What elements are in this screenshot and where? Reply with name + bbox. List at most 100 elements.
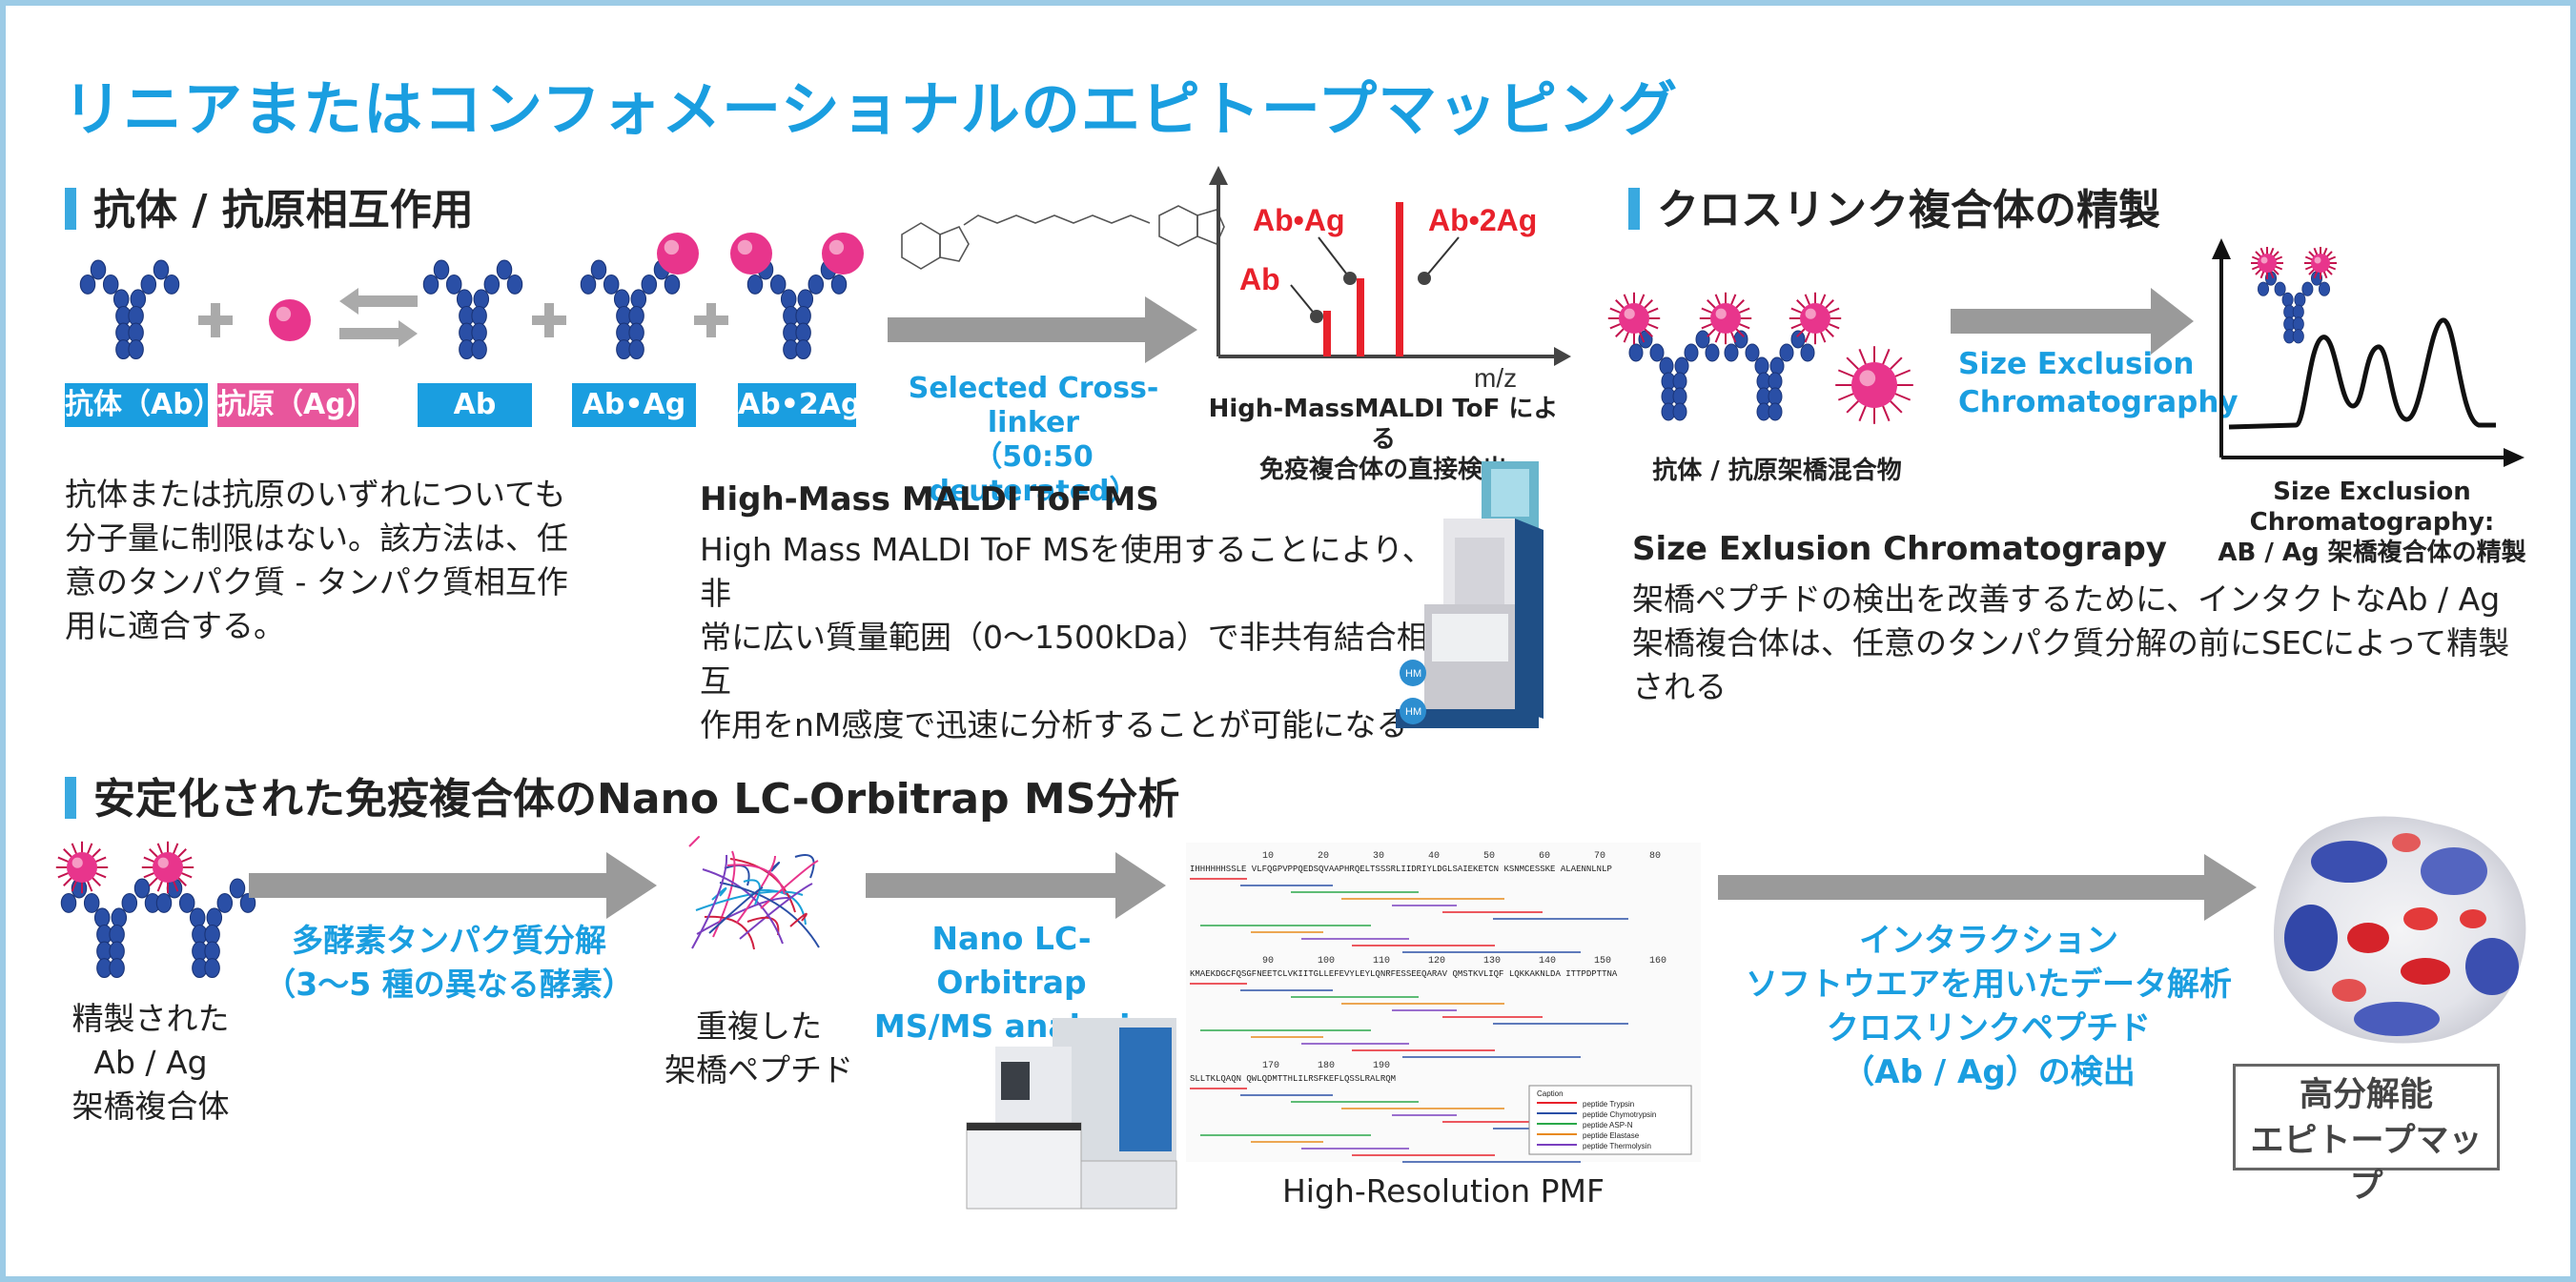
badge-hm-2-text: HM xyxy=(1405,706,1421,718)
pmf-legend-entry: Caption xyxy=(1537,1089,1564,1098)
label-antibody: 抗体（Ab） xyxy=(65,383,222,427)
pmf-tick: 90 xyxy=(1262,956,1274,967)
antibody-icon xyxy=(1628,330,1720,421)
purified-complex-icon xyxy=(2251,247,2337,344)
pmf-tick: 140 xyxy=(1539,956,1556,967)
pmf-sequence: IHHHHHHSSLE VLFQGPVPPQEDSQVAAPHRQELTSSSR… xyxy=(1190,865,1612,874)
interaction-description: 抗体または抗原のいずれについても 分子量に制限はない。該方法は、任 意のタンパク… xyxy=(65,473,646,648)
epitope-map-result-line: 高分解能 xyxy=(2299,1076,2433,1114)
text-line: High Mass MALDI ToF MSを使用することにより、非 xyxy=(700,531,1434,612)
purified-caption-line: 架橋複合体 xyxy=(72,1088,230,1125)
antibody-icon xyxy=(2257,271,2331,344)
orbitrap-instrument-image xyxy=(966,1018,1177,1210)
spiky-antigen-icon xyxy=(2304,247,2337,279)
pmf-tick: 150 xyxy=(1594,956,1611,967)
pmf-tick: 50 xyxy=(1483,851,1495,862)
software-label-line: （Ab / Ag）の検出 xyxy=(1842,1053,2136,1091)
antigen-bound-icon xyxy=(657,233,699,275)
pmf-tick: 130 xyxy=(1483,956,1501,967)
pmf-legend-entry: peptide ASP-N xyxy=(1583,1121,1633,1129)
maldi-description: High Mass MALDI ToF MSを使用することにより、非 常に広い質… xyxy=(700,528,1434,747)
pmf-tick: 70 xyxy=(1594,851,1605,862)
antibody-icon xyxy=(60,878,161,979)
text-line: される xyxy=(1632,668,1727,705)
chrom-caption: Size Exclusion Chromatography: AB / Ag 架… xyxy=(2172,477,2570,568)
maldi-spectrum: Ab Ab•Ag Ab•2Ag m/z xyxy=(1209,166,1571,393)
spiky-antigen-icon xyxy=(141,841,194,894)
epitope-map-result-line: エピトープマップ xyxy=(2250,1122,2483,1206)
text-line: 意のタンパク質 - タンパク質相互作 xyxy=(65,563,568,600)
peptides-illustration xyxy=(688,836,820,950)
pmf-legend-entry: peptide Elastase xyxy=(1583,1131,1640,1140)
spectrum-label-ab: Ab xyxy=(1239,262,1280,296)
chrom-caption-line: AB / Ag 架橋複合体の精製 xyxy=(2218,539,2526,567)
heading-marker xyxy=(65,188,76,230)
text-line: 分子量に制限はない。該方法は、任 xyxy=(65,519,568,557)
antibody-icon xyxy=(155,878,256,979)
spiky-antigen-icon xyxy=(1699,292,1752,345)
leader-dot-ab-2ag xyxy=(1418,272,1431,285)
interaction-illustration xyxy=(79,233,864,360)
pmf-tick: 110 xyxy=(1373,956,1390,967)
sec-chromatogram xyxy=(2212,238,2525,467)
pmf-tick: 40 xyxy=(1428,851,1440,862)
heading-marker xyxy=(1628,188,1640,230)
epitope-surface-image xyxy=(2273,816,2526,1044)
label-ab-2ag: Ab•2Ag xyxy=(738,383,861,427)
purified-caption: 精製された Ab / Ag 架橋複合体 xyxy=(46,997,256,1129)
spectrum-axis-label: m/z xyxy=(1474,363,1517,393)
sec-heading: Size Exlusion Chromatograpy xyxy=(1632,530,2167,568)
pmf-tick: 10 xyxy=(1262,851,1274,862)
spiky-antigen-icon xyxy=(1835,346,1913,424)
badge-hm-1-text: HM xyxy=(1405,668,1421,680)
purified-complex-illustration xyxy=(55,841,256,979)
crosslinker-label-line: （50:50 deuterated） xyxy=(929,440,1138,508)
spectrum-x-arrow xyxy=(1554,347,1571,366)
plus-icon xyxy=(694,303,728,337)
chrom-x-arrow xyxy=(2504,448,2525,467)
crosslinker-structure xyxy=(901,205,1225,270)
antibody-icon xyxy=(580,259,681,360)
arrow-digest xyxy=(249,852,657,919)
leader-ab xyxy=(1290,284,1318,317)
lc-label: Nano LC-Orbitrap MS/MS analysis xyxy=(859,917,1164,1048)
pmf-caption: High-Resolution PMF xyxy=(1281,1172,1605,1210)
text-line: 用に適合する。 xyxy=(65,607,285,644)
plus-icon xyxy=(532,303,566,337)
pmf-tick: 120 xyxy=(1428,956,1445,967)
digest-label-line: 多酵素タンパク質分解 xyxy=(292,922,606,959)
antibody-icon xyxy=(79,259,180,360)
crosslinker-bonds xyxy=(901,205,1225,270)
purified-caption-line: 精製された xyxy=(72,1000,230,1037)
software-label-line: クロスリンクペプチド xyxy=(1827,1009,2151,1048)
peak-ab xyxy=(1323,311,1331,356)
leader-dot-ab-ag xyxy=(1343,272,1357,285)
section-heading-purification-text: クロスリンク複合体の精製 xyxy=(1657,186,2160,234)
crosslinked-mixture-illustration xyxy=(1607,292,1913,424)
mixture-caption: 抗体 / 抗原架橋混合物 xyxy=(1652,457,1902,485)
section-heading-interaction: 抗体 / 抗原相互作用 xyxy=(65,175,474,236)
sec-label: Size Exclusion Chromatography xyxy=(1958,345,2239,421)
maldi-caption: High-MassMALDI ToF による 免疫複合体の直接検出 xyxy=(1202,394,1564,485)
spectrum-y-arrow xyxy=(1209,166,1228,185)
maldi-instrument-image: HM HM xyxy=(1396,461,1544,728)
text-line: 常に広い質量範囲（0〜1500kDa）で非共有結合相互 xyxy=(700,619,1428,700)
section-heading-lcms-text: 安定化された免疫複合体のNano LC-Orbitrap MS分析 xyxy=(93,775,1180,824)
sec-description: 架橋ペプチドの検出を改善するために、インタクトなAb / Ag 架橋複合体は、任… xyxy=(1632,578,2547,709)
peak-ab-2ag xyxy=(1396,202,1403,356)
pmf-sequence: KMAEKDGCFQSGFNEETCLVKIITGLLEFEVYLEYLQNRF… xyxy=(1190,969,1618,979)
pmf-tick: 170 xyxy=(1262,1061,1279,1071)
label-ab: Ab xyxy=(418,383,532,427)
epitope-map-result: 高分解能 エピトープマップ xyxy=(2233,1064,2500,1206)
section-heading-interaction-text: 抗体 / 抗原相互作用 xyxy=(93,186,474,234)
label-ab-ag: Ab•Ag xyxy=(572,383,696,427)
maldi-heading: High-Mass MALDI ToF MS xyxy=(700,480,1159,519)
chrom-caption-line: Size Exclusion Chromatography: xyxy=(2249,478,2495,537)
text-line: 抗体または抗原のいずれについても xyxy=(65,476,566,513)
pmf-sequence: SLLTKLQAQN QWLQDMTTHLILRSFKEFLQSSLRALRQM xyxy=(1190,1074,1396,1084)
lc-label-line: Nano LC-Orbitrap xyxy=(931,920,1092,1001)
digest-label: 多酵素タンパク質分解 （3〜5 種の異なる酵素） xyxy=(249,919,649,1007)
software-label-line: インタラクション xyxy=(1859,922,2118,960)
